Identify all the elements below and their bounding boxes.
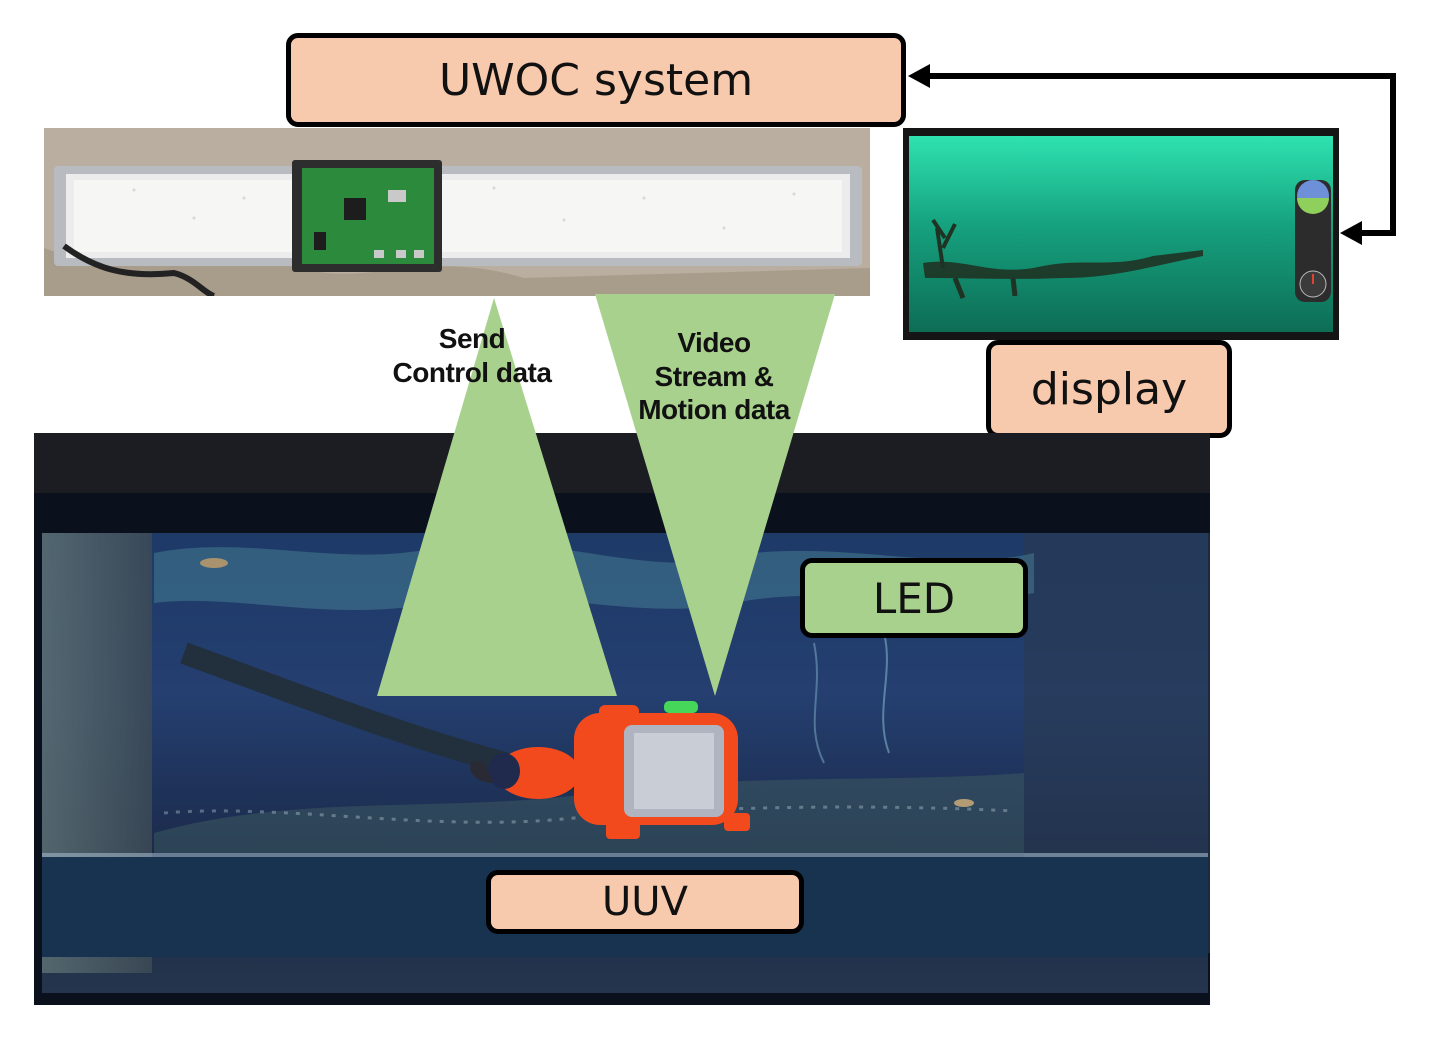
uplink-line-1: Send — [438, 323, 506, 354]
display-monitor-screenshot — [903, 128, 1339, 340]
downlink-line-1: Video — [677, 327, 751, 358]
led-label: LED — [800, 558, 1028, 638]
uplink-line-2: Control data — [392, 356, 552, 388]
uplink-flow-label: Send Control data — [352, 322, 592, 389]
display-label: display — [986, 340, 1232, 438]
uuv-robot-illustration — [470, 701, 750, 839]
uuv-text: UUV — [602, 879, 688, 925]
uuv-label: UUV — [486, 870, 804, 934]
uwoc-system-label: UWOC system — [286, 33, 906, 127]
downlink-flow-label: Video Stream & Motion data — [608, 326, 820, 427]
display-to-uwoc-arrow — [908, 64, 1396, 245]
led-transceiver-photo — [44, 128, 870, 296]
uwoc-system-text: UWOC system — [438, 54, 754, 106]
uplink-beam — [377, 298, 617, 696]
downlink-beam — [595, 294, 835, 696]
display-text: display — [1030, 363, 1188, 415]
downlink-line-3: Motion data — [638, 394, 790, 426]
downlink-line-2: Stream & — [654, 360, 774, 392]
led-text: LED — [872, 573, 956, 623]
